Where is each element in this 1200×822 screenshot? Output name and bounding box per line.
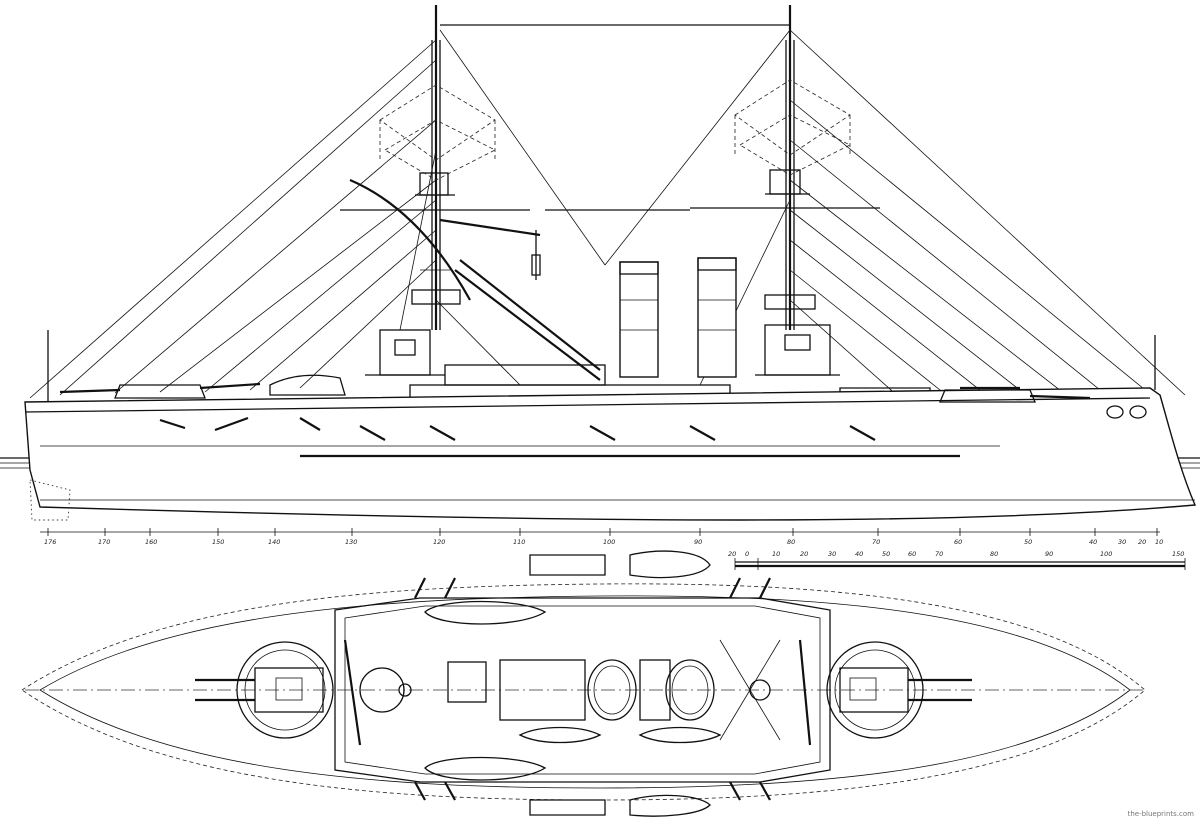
watermark: the-blueprints.com <box>1127 810 1194 818</box>
frame-label: 70 <box>872 538 880 546</box>
frame-label: 10 <box>1155 538 1163 546</box>
frame-label: 140 <box>268 538 280 546</box>
small-guns-plan <box>414 577 771 801</box>
aft-turret-plan <box>826 641 972 739</box>
frame-labels: 176 170 160 150 140 130 120 110 100 90 8… <box>44 538 1163 546</box>
fore-turret-plan <box>195 641 334 739</box>
frame-label: 120 <box>433 538 445 546</box>
boats-plan <box>424 550 722 817</box>
rigging <box>29 24 1186 399</box>
frame-label: 100 <box>603 538 615 546</box>
frame-label: 160 <box>145 538 157 546</box>
casemate-guns <box>159 416 876 441</box>
frame-label: 50 <box>1024 538 1032 546</box>
frame-label: 60 <box>954 538 962 546</box>
scale-label: 80 <box>990 550 998 558</box>
frame-label: 150 <box>212 538 224 546</box>
bridges <box>365 324 840 376</box>
scale-label: 70 <box>935 550 943 558</box>
hull-side <box>24 330 1197 521</box>
plan-view <box>21 550 1146 817</box>
frame-label: 176 <box>44 538 56 546</box>
scale-label: 10 <box>772 550 780 558</box>
scale-label: 50 <box>882 550 890 558</box>
scale-label: 20 <box>800 550 808 558</box>
deck-detail <box>343 639 812 746</box>
frame-label: 90 <box>694 538 702 546</box>
foremast <box>340 5 601 381</box>
funnels <box>619 257 737 378</box>
scale-label: 20 <box>728 550 736 558</box>
frame-label: 30 <box>1118 538 1126 546</box>
frame-label: 80 <box>787 538 795 546</box>
scale-label: 150 <box>1172 550 1184 558</box>
scale-label: 30 <box>828 550 836 558</box>
gun-turrets-side <box>59 384 1091 403</box>
scale-label: 100 <box>1100 550 1112 558</box>
frame-label: 20 <box>1138 538 1146 546</box>
scale-label: 90 <box>1045 550 1053 558</box>
funnels-plan <box>587 659 715 721</box>
scale-label: 60 <box>908 550 916 558</box>
scale-bar: 20 0 10 20 30 40 50 60 70 80 90 100 150 <box>728 550 1186 570</box>
mainmast <box>545 5 880 330</box>
frame-ticks <box>40 528 1160 536</box>
frame-label: 40 <box>1089 538 1097 546</box>
side-elevation: 176 170 160 150 140 130 120 110 100 90 8… <box>0 5 1200 546</box>
frame-label: 110 <box>513 538 525 546</box>
frame-label: 130 <box>345 538 357 546</box>
scale-label: 0 <box>745 550 749 558</box>
frame-label: 170 <box>98 538 110 546</box>
scale-label: 40 <box>855 550 863 558</box>
